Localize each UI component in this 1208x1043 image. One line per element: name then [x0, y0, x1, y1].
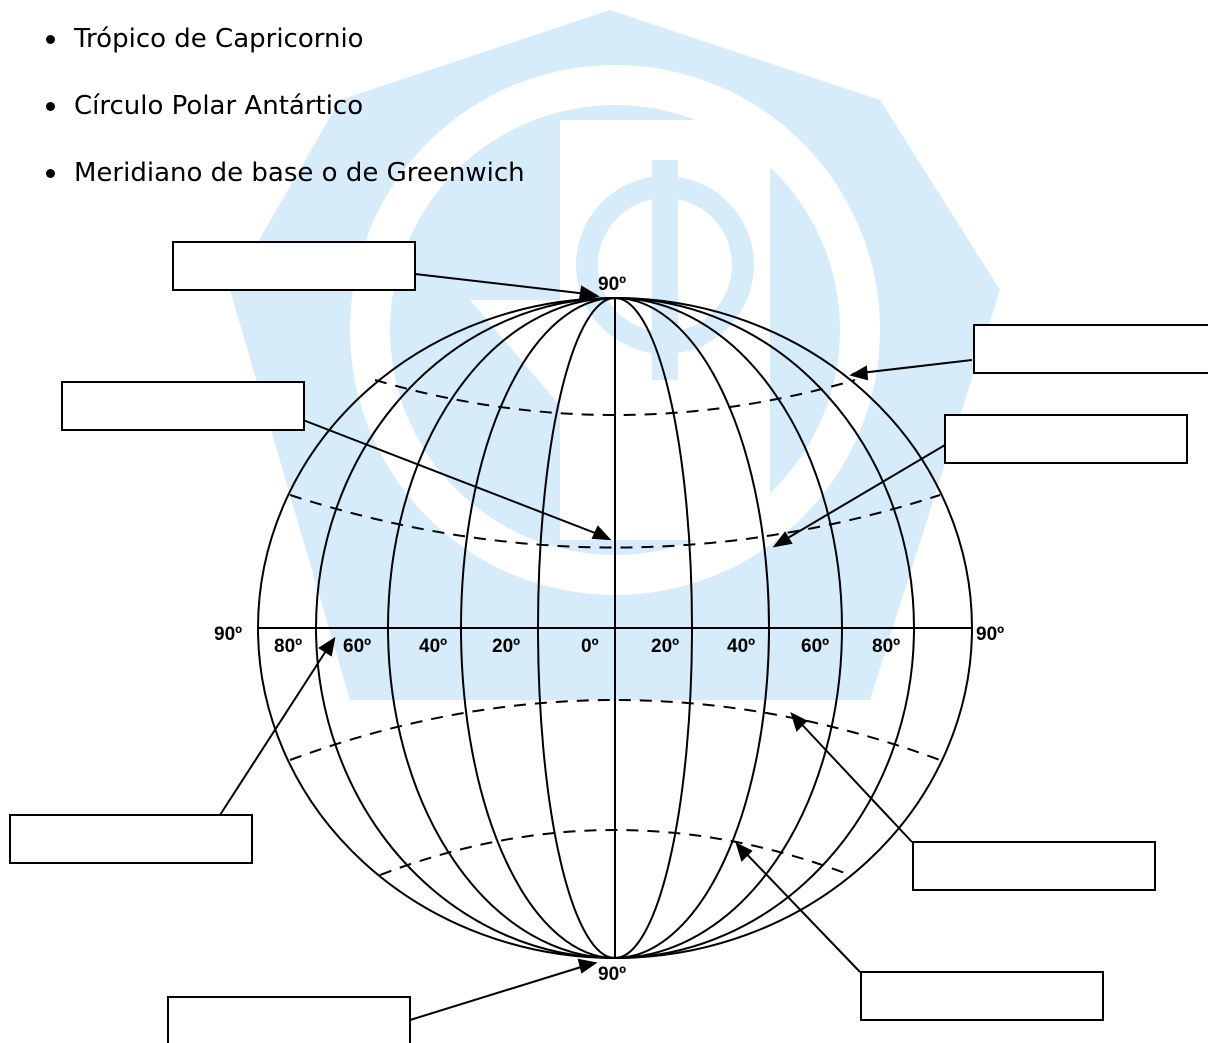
list-item-text: Trópico de Capricornio	[74, 24, 364, 54]
globe	[257, 297, 973, 959]
answer-box-north-pole[interactable]	[172, 241, 416, 291]
longitude-label: 60º	[801, 636, 829, 657]
arrow-head	[577, 958, 598, 974]
list-item-text: Meridiano de base o de Greenwich	[74, 158, 525, 188]
answer-box-south-pole[interactable]	[167, 996, 411, 1043]
tropic-of-capricorn-line	[289, 699, 941, 761]
pole-top-label: 90º	[598, 274, 626, 295]
list-item: Trópico de Capricornio	[46, 0, 525, 67]
arrow-head	[790, 712, 808, 732]
degree-labels: 90º 90º 90º 90º 80º 60º 40º 20º 0º 20º 4…	[214, 274, 1004, 985]
pointer-arrows	[219, 273, 973, 1021]
arrow-head	[318, 636, 336, 657]
longitude-label: 20º	[492, 636, 520, 657]
bullet-icon	[46, 35, 55, 44]
answer-box-equator[interactable]	[9, 814, 253, 864]
longitude-label: 40º	[419, 636, 447, 657]
bullet-icon	[46, 169, 55, 178]
meridian-80	[315, 297, 915, 959]
answer-box-greenwich[interactable]	[61, 381, 305, 431]
arrow-head	[772, 531, 793, 548]
answer-boxes	[9, 241, 1208, 1043]
longitude-label: 60º	[343, 636, 371, 657]
list-item: Meridiano de base o de Greenwich	[46, 134, 525, 201]
parallels	[289, 379, 941, 876]
longitude-label: 0º	[581, 636, 599, 657]
longitude-label: 80º	[274, 636, 302, 657]
antarctic-circle-line	[379, 829, 851, 876]
arrow-head	[578, 285, 600, 301]
answer-box-tropic-cancer[interactable]	[944, 414, 1188, 464]
arrow-head	[591, 525, 612, 541]
west-edge-label: 90º	[214, 624, 242, 645]
east-edge-label: 90º	[976, 624, 1004, 645]
pole-bottom-label: 90º	[598, 964, 626, 985]
longitude-label: 80º	[872, 636, 900, 657]
arctic-circle-line	[374, 379, 856, 416]
arrow-head	[849, 365, 869, 381]
list-item-text: Círculo Polar Antártico	[74, 91, 364, 121]
longitude-label: 40º	[727, 636, 755, 657]
bullet-icon	[46, 102, 55, 111]
term-list: Trópico de Capricornio Círculo Polar Ant…	[46, 0, 525, 201]
answer-box-tropic-capricorn[interactable]	[912, 841, 1156, 891]
list-item: Círculo Polar Antártico	[46, 67, 525, 134]
tropic-of-cancer-line	[289, 494, 941, 549]
answer-box-arctic-circle[interactable]	[973, 324, 1208, 374]
longitude-label: 20º	[651, 636, 679, 657]
arrow-head	[735, 842, 753, 862]
answer-box-antarctic-circle[interactable]	[860, 971, 1104, 1021]
